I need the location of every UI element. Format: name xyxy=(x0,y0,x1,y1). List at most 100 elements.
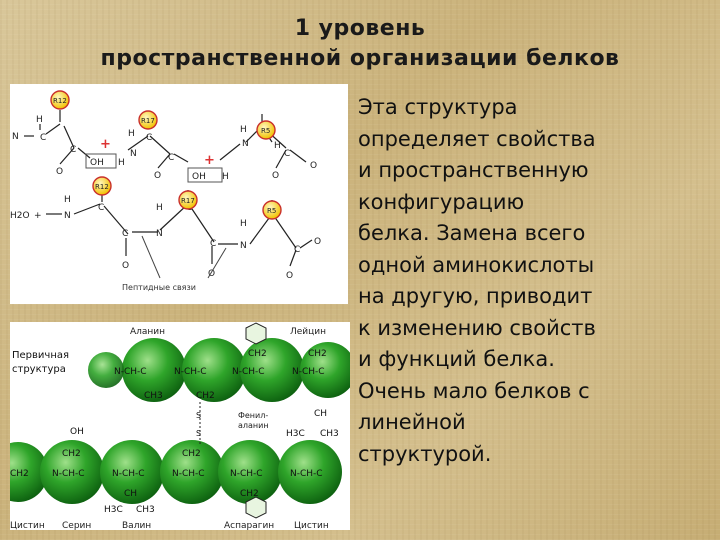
svg-text:N-CH-C: N-CH-C xyxy=(52,469,85,479)
svg-text:C: C xyxy=(146,133,152,143)
svg-text:N-CH-C: N-CH-C xyxy=(290,469,323,479)
svg-text:O: O xyxy=(154,171,161,181)
svg-text:N: N xyxy=(12,132,19,142)
svg-text:R17: R17 xyxy=(181,197,195,205)
bottom-sphere-3 xyxy=(100,440,164,504)
top-sphere-1 xyxy=(122,338,186,402)
svg-text:H3C: H3C xyxy=(104,505,123,515)
svg-text:N: N xyxy=(242,139,249,149)
svg-text:CH2: CH2 xyxy=(182,449,201,459)
title-line-1: 1 уровень xyxy=(294,16,426,41)
svg-text:CH2: CH2 xyxy=(10,469,29,479)
svg-text:N-CH-C: N-CH-C xyxy=(112,469,145,479)
bottom-residue-names: Цистин Серин Валин Аспарагин Цистин xyxy=(10,521,329,530)
svg-text:R5: R5 xyxy=(261,127,270,135)
condensation-groups: OH H + OH H + xyxy=(85,137,229,183)
svg-text:Валин: Валин xyxy=(122,521,151,530)
svg-text:C: C xyxy=(40,133,46,143)
svg-text:S: S xyxy=(196,429,201,438)
svg-text:C: C xyxy=(294,245,300,255)
svg-text:H: H xyxy=(274,141,281,151)
svg-text:N: N xyxy=(64,211,71,221)
svg-text:CH2: CH2 xyxy=(308,349,327,359)
svg-text:OH: OH xyxy=(192,172,206,182)
body-text: Эта структура определяет свойства и прос… xyxy=(358,92,710,470)
svg-text:N-CH-C: N-CH-C xyxy=(230,469,263,479)
top-chain-spheres xyxy=(88,338,350,402)
r12-circle xyxy=(50,90,70,110)
svg-text:H: H xyxy=(240,125,247,135)
bottom-sphere-6 xyxy=(278,440,342,504)
bottom-chain-spheres xyxy=(10,440,342,504)
bottom-sphere-5 xyxy=(218,440,282,504)
svg-text:H: H xyxy=(64,195,71,205)
svg-text:OH: OH xyxy=(90,158,104,168)
primary-structure-svg: Первичная структура Аланин Лейцин N-CH-C… xyxy=(10,322,350,530)
svg-text:CH2: CH2 xyxy=(196,391,215,401)
benzene-ring-bottom xyxy=(245,496,267,519)
svg-text:C: C xyxy=(168,153,174,163)
svg-text:O: O xyxy=(286,271,293,281)
svg-text:Серин: Серин xyxy=(62,521,91,530)
svg-text:CH: CH xyxy=(314,409,327,419)
svg-text:Цистин: Цистин xyxy=(10,521,45,530)
svg-text:O: O xyxy=(208,269,215,279)
peptide-bonds-label: Пептидные связи xyxy=(122,283,196,292)
svg-text:аланин: аланин xyxy=(238,421,269,430)
svg-text:Фенил-: Фенил- xyxy=(238,411,268,420)
r5-circle xyxy=(256,120,276,140)
row2-bonds xyxy=(46,190,313,267)
svg-text:O: O xyxy=(272,171,279,181)
svg-text:Цистин: Цистин xyxy=(294,521,329,530)
r5-circle-2 xyxy=(262,200,282,220)
body-line: белка. Замена всего xyxy=(358,221,586,245)
bottom-sphere-1 xyxy=(10,442,48,502)
svg-text:N-CH-C: N-CH-C xyxy=(114,367,147,377)
top-sphere-4 xyxy=(300,342,350,398)
alanine-label: Аланин xyxy=(130,327,165,337)
svg-text:N-CH-C: N-CH-C xyxy=(232,367,265,377)
svg-text:CH3: CH3 xyxy=(320,429,339,439)
body-line: и функций белка. xyxy=(358,347,555,371)
body-line: одной аминокислоты xyxy=(358,252,595,277)
svg-text:C: C xyxy=(122,229,128,239)
svg-text:H: H xyxy=(156,203,163,213)
body-line: и пространственную xyxy=(358,158,589,182)
svg-text:+: + xyxy=(100,137,111,152)
r17-circle-2 xyxy=(178,190,198,210)
body-line: Эта структура xyxy=(358,95,518,119)
svg-text:CH2: CH2 xyxy=(240,489,259,499)
peptide-bond-diagram-svg: N H C C O N C C O H N H C H C O O OH H +… xyxy=(10,90,321,292)
svg-text:O: O xyxy=(310,161,317,171)
body-line: Очень мало белков с xyxy=(358,378,590,403)
r-groups-row1: R12 R17 R5 xyxy=(50,90,276,140)
primary-structure-diagram: Первичная структура Аланин Лейцин N-CH-C… xyxy=(10,322,350,530)
svg-text:O: O xyxy=(314,237,321,247)
svg-text:+: + xyxy=(34,211,42,221)
svg-text:H: H xyxy=(128,129,135,139)
bottom-backbone-text: OH CH2 CH2 CH2 N-CH-C N-CH-C N-CH-C N-CH… xyxy=(10,427,323,515)
svg-text:C: C xyxy=(284,149,290,159)
r12-circle-2 xyxy=(92,176,112,196)
svg-text:C: C xyxy=(70,145,76,155)
svg-text:CH: CH xyxy=(124,489,137,499)
slide-title: 1 уровень пространственной организации б… xyxy=(0,14,720,74)
bottom-sphere-2 xyxy=(40,440,104,504)
r17-circle xyxy=(138,110,158,130)
phenylalanine-label: Фенил- аланин xyxy=(238,411,269,430)
peptide-bond-pointers xyxy=(141,235,227,279)
svg-text:N-CH-C: N-CH-C xyxy=(172,469,205,479)
title-line-2: пространственной организации белков xyxy=(100,46,620,71)
top-sphere-3 xyxy=(240,338,304,402)
body-line: определяет свойства xyxy=(358,126,596,151)
svg-text:O: O xyxy=(56,167,63,177)
body-line: к изменению свойств xyxy=(358,315,596,340)
primary-structure-label-2: структура xyxy=(12,364,66,375)
svg-text:R5: R5 xyxy=(267,207,276,215)
svg-text:N: N xyxy=(156,229,163,239)
svg-text:R12: R12 xyxy=(53,97,67,105)
peptide-bond-formation-diagram: N H C C O N C C O H N H C H C O O OH H +… xyxy=(10,84,348,304)
body-line: на другую, приводит xyxy=(358,284,593,308)
bottom-sphere-4 xyxy=(160,440,224,504)
leucine-label: Лейцин xyxy=(290,327,326,337)
